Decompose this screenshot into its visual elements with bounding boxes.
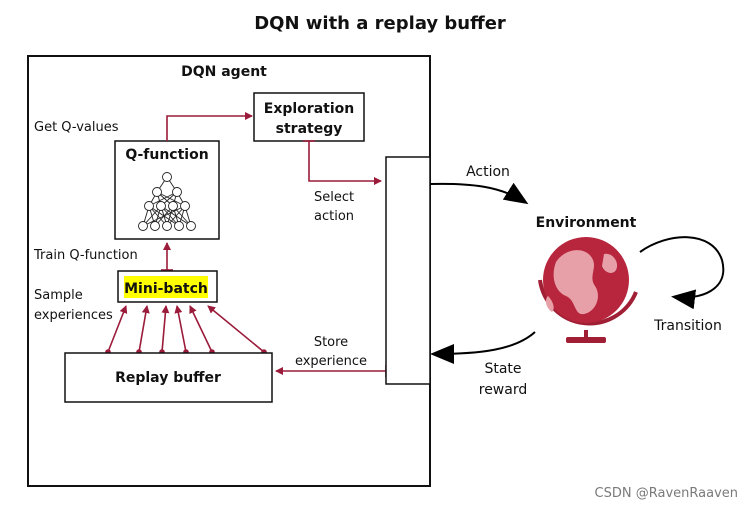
store-experience-label-1: Store bbox=[314, 335, 348, 350]
exploration-strategy-label-1: Exploration bbox=[264, 101, 354, 117]
dqn-agent-label: DQN agent bbox=[181, 64, 267, 80]
diagram-title: DQN with a replay buffer bbox=[254, 13, 506, 34]
replay-buffer-box bbox=[64, 352, 273, 403]
mini-batch-label: Mini-batch bbox=[124, 281, 208, 297]
reward-label: reward bbox=[479, 382, 528, 398]
watermark: CSDN @RavenRaaven bbox=[595, 486, 738, 501]
select-action-label-2: action bbox=[314, 209, 354, 224]
train-q-function-label: Train Q-function bbox=[33, 248, 138, 263]
neural-network-icon bbox=[138, 172, 196, 231]
agent-interface-box bbox=[385, 156, 431, 385]
get-q-values-arrow bbox=[166, 112, 253, 141]
get-q-values-label: Get Q-values bbox=[34, 120, 119, 135]
q-function-label: Q-function bbox=[125, 147, 208, 163]
select-action-label-1: Select bbox=[314, 190, 354, 205]
mini-batch-highlight bbox=[124, 276, 208, 298]
action-label: Action bbox=[466, 164, 510, 180]
globe-icon bbox=[538, 237, 638, 343]
sample-experiences-label-2: experiences bbox=[34, 308, 113, 323]
transition-arrow bbox=[639, 236, 725, 310]
environment-label: Environment bbox=[536, 215, 637, 231]
state-label: State bbox=[484, 361, 521, 377]
replay-buffer-label: Replay buffer bbox=[115, 370, 221, 386]
select-action-arrow bbox=[308, 141, 382, 185]
store-experience-label-2: experience bbox=[295, 354, 367, 369]
action-arrow bbox=[429, 182, 529, 205]
exploration-strategy-label-2: strategy bbox=[276, 121, 343, 137]
sample-experiences-label-1: Sample bbox=[34, 288, 83, 303]
state-reward-arrow bbox=[430, 331, 536, 364]
transition-label: Transition bbox=[653, 318, 722, 334]
sample-arrows bbox=[105, 305, 267, 355]
